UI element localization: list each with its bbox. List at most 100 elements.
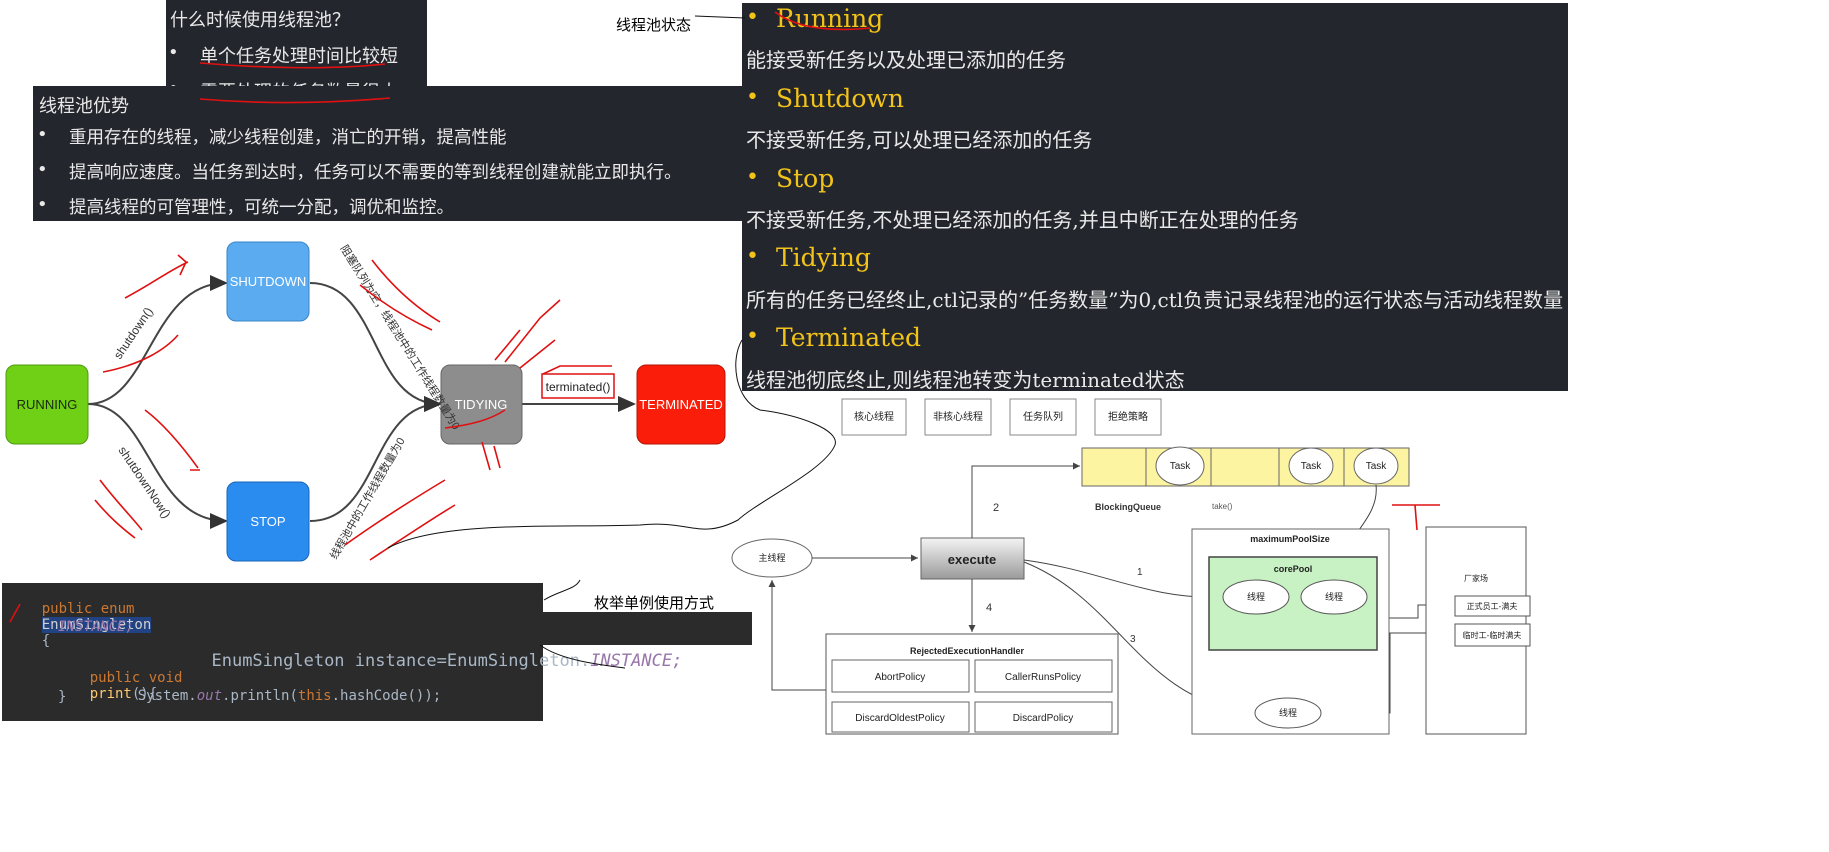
advantages-box: 线程池优势 • 重用存在的线程，减少线程创建，消亡的开销，提高性能 • 提高响应… [33, 86, 743, 221]
state-shutdown: Shutdown [776, 84, 904, 113]
worker-full-label: 正式员工-满夫 [1467, 601, 1518, 611]
state-stop-desc: 不接受新任务,不处理已经添加的任务,并且中断正在处理的任务 [746, 208, 1299, 232]
states-box: • Running 能接受新任务以及处理已添加的任务 • Shutdown 不接… [742, 3, 1568, 391]
take-label: take() [1212, 502, 1233, 511]
node-running-label: RUNNING [17, 397, 78, 412]
state-tidying-desc: 所有的任务已经终止,ctl记录的”任务数量”为0,ctl负责记录线程池的运行状态… [746, 288, 1564, 312]
edge-reject-main [768, 580, 830, 691]
label-terminated-text: terminated() [546, 380, 611, 394]
code-paren: (){ [131, 686, 158, 702]
code-keyword: this [297, 688, 332, 704]
advantage-item-2: 提高响应速度。当任务到达时，任务可以不需要的等到线程创建就能立即执行。 [69, 163, 682, 183]
node-stop: STOP [226, 481, 310, 562]
worker-temp-label: 临时工-临时满夫 [1463, 630, 1522, 640]
bullet: • [37, 124, 48, 145]
legend-noncore-thread: 非核心线程 [933, 410, 983, 423]
legend-core-thread: 核心线程 [854, 410, 894, 423]
state-terminated: Terminated [776, 323, 922, 352]
bullet: • [746, 244, 759, 269]
node-tidying-label: TIDYING [455, 397, 508, 412]
edge-running-stop [87, 403, 228, 529]
task-node: Task [1288, 447, 1334, 485]
bullet: • [37, 194, 48, 215]
policy-discard-oldest: DiscardOldestPolicy [831, 701, 970, 733]
main-thread-label: 主线程 [758, 552, 785, 563]
red-annotations [9, 11, 1440, 623]
label-terminated: terminated() [541, 373, 615, 399]
legend-task-queue: 任务队列 [1023, 410, 1063, 423]
bullet: • [746, 85, 759, 110]
callout-code-field: INSTANCE; [590, 651, 683, 671]
edge-execute-core [1023, 559, 1221, 601]
step-4: 4 [986, 602, 992, 614]
max-pool-label: maximumPoolSize [1250, 534, 1330, 544]
state-stop: Stop [776, 164, 835, 193]
code-line-5: } [58, 689, 67, 705]
edge-stop-tidying [309, 396, 442, 522]
step-2: 2 [993, 502, 999, 514]
when-to-use-title: 什么时候使用线程池？ [170, 10, 350, 31]
node-terminated-label: TERMINATED [639, 397, 723, 412]
core-thread-node: 线程 [1222, 579, 1290, 615]
state-terminated-desc: 线程池彻底终止,则线程池转变为terminated状态 [746, 368, 1185, 391]
bullet: • [746, 165, 759, 190]
state-label: 线程池状态 [616, 17, 692, 34]
code-brace: { [41, 633, 51, 649]
worker-temp-box: 临时工-临时满夫 [1454, 623, 1531, 647]
bullet: • [168, 42, 179, 63]
execute-label: execute [948, 552, 996, 567]
label-edge-top: 阻塞队列为空，线程池中的工作线程数量为0 [337, 242, 463, 432]
blocking-queue-label: BlockingQueue [1095, 502, 1161, 512]
bullet: • [746, 324, 759, 349]
core-pool-label: corePool [1274, 564, 1313, 574]
thread-label: 线程 [1325, 591, 1343, 602]
connector-lines [387, 15, 836, 669]
node-shutdown-label: SHUTDOWN [230, 274, 307, 289]
task-label: Task [1170, 461, 1192, 472]
policy-discard: DiscardPolicy [974, 701, 1113, 733]
step-1: 1 [1137, 567, 1143, 578]
node-running: RUNNING [5, 364, 89, 445]
rejected-handler-label: RejectedExecutionHandler [910, 646, 1025, 656]
policy-caller-runs: CallerRunsPolicy [974, 659, 1113, 693]
main-thread-node: 主线程 [731, 538, 813, 578]
task-label: Task [1366, 461, 1388, 472]
state-shutdown-desc: 不接受新任务,可以处理已经添加的任务 [746, 128, 1093, 152]
enum-singleton-callout: EnumSingleton instance=EnumSingleton.INS… [183, 612, 752, 671]
bullet: • [37, 159, 48, 180]
enum-singleton-label: 枚举单例使用方式 [594, 595, 715, 612]
code-text: System. [137, 688, 197, 704]
when-item-1: 单个任务处理时间比较短 [200, 46, 398, 67]
policy-caller-runs-label: CallerRunsPolicy [1005, 672, 1081, 683]
code-text: .println( [222, 688, 298, 704]
task-node: Task [1155, 446, 1205, 486]
step-3: 3 [1130, 634, 1136, 645]
thread-label: 线程 [1279, 707, 1297, 718]
code-class-name: EnumSingleton [41, 617, 152, 633]
state-tidying: Tidying [776, 243, 871, 272]
node-tidying: TIDYING [440, 364, 523, 445]
state-running-desc: 能接受新任务以及处理已添加的任务 [746, 48, 1066, 72]
worker-full-box: 正式员工-满夫 [1454, 595, 1531, 617]
policy-abort: AbortPolicy [831, 659, 970, 693]
code-method-name: print [89, 686, 132, 702]
node-terminated: TERMINATED [636, 364, 726, 445]
code-box: public enum EnumSingleton { INSTANCE; pu… [2, 583, 543, 721]
factory-label: 厂家场 [1464, 573, 1488, 583]
edge-shutdown-tidying [309, 282, 442, 412]
advantages-title: 线程池优势 [39, 96, 129, 117]
extra-thread-node: 线程 [1254, 697, 1322, 729]
legend-reject-policy: 拒绝策略 [1108, 410, 1148, 423]
callout-code-text: EnumSingleton instance=EnumSingleton. [211, 651, 591, 671]
legend-boxes [841, 398, 1162, 436]
node-shutdown: SHUTDOWN [226, 241, 310, 322]
edge-running-shutdown [87, 275, 228, 405]
policy-discard-oldest-label: DiscardOldestPolicy [855, 713, 944, 724]
policy-discard-label: DiscardPolicy [1013, 713, 1074, 724]
code-keyword: public void [89, 670, 183, 686]
thread-label: 线程 [1247, 591, 1265, 602]
code-keyword: public enum [41, 601, 135, 617]
bullet: • [746, 5, 759, 30]
code-line-4: System.out.println(this.hashCode()); [104, 672, 441, 720]
